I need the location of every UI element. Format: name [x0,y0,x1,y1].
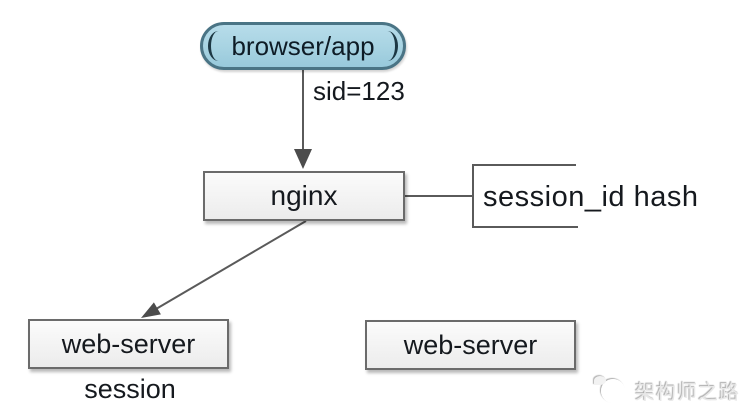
watermark-text: 架构师之路 [635,381,740,404]
node-browser-app-label: browser/app [231,30,375,61]
terminator-inner-arc-right [377,31,398,61]
terminator-inner-arc-left [208,31,229,61]
node-web-server-right: web-server [365,320,576,370]
node-web-server-left: web-server [28,319,229,369]
watermark-logo-icon [594,375,628,405]
edge-label-sid: sid=123 [313,76,405,106]
node-nginx-label: nginx [270,180,338,211]
node-web-server-right-label: web-server [403,329,538,360]
edge-nginx-to-web-server [155,220,307,310]
arrowhead-down-icon [294,149,312,169]
hash-note-label: session_id hash [483,181,699,213]
node-nginx: nginx [203,171,405,221]
watermark: 架构师之路 [594,375,740,405]
arrowhead-diagonal-icon [141,302,161,318]
node-browser-app: browser/app [200,22,406,70]
node-web-server-left-label: web-server [61,328,196,359]
session-caption: session [84,374,176,404]
